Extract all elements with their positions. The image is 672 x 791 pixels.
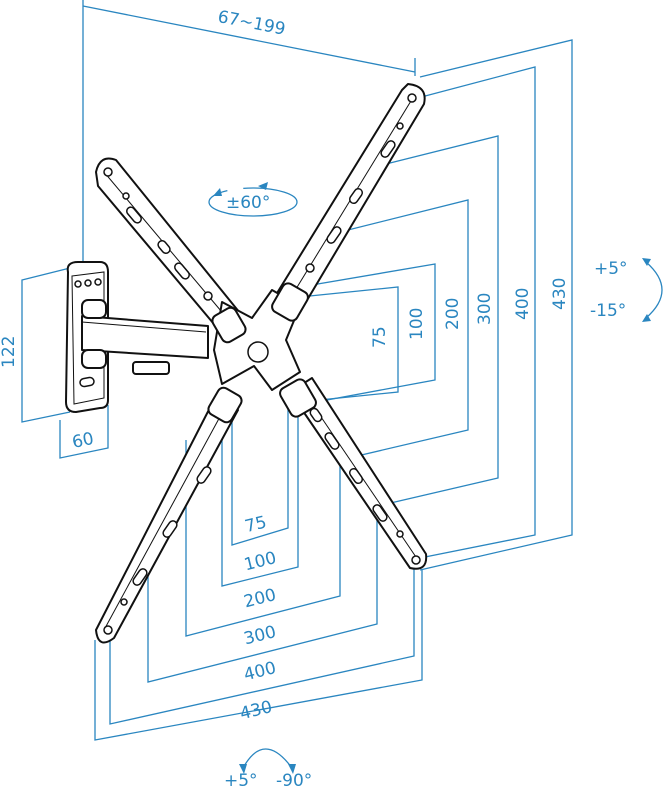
h-200-label: 200 xyxy=(242,585,278,612)
pan-right-label: -90° xyxy=(276,771,312,791)
tilt-down-label: -15° xyxy=(590,301,626,321)
v-400-label: 400 xyxy=(513,288,533,320)
pan-left-label: +5° xyxy=(224,771,258,791)
h-430-label: 430 xyxy=(238,697,274,724)
wall-plate-height-label: 122 xyxy=(0,336,19,368)
wall-plate-dimensions: 122 60 xyxy=(0,267,109,459)
tilt-up-label: +5° xyxy=(594,259,628,279)
pan-indicator: +5° -90° xyxy=(224,748,312,791)
h-400-label: 400 xyxy=(242,658,278,685)
tilt-indicator: +5° -15° xyxy=(590,258,663,322)
v-100-label: 100 xyxy=(407,308,427,340)
h-75-label: 75 xyxy=(243,512,269,537)
vertical-vesa-dimensions: 75 100 200 300 400 430 xyxy=(289,39,573,571)
swivel-label: ±60° xyxy=(226,193,270,213)
h-300-label: 300 xyxy=(242,622,278,649)
wall-plate-width-label: 60 xyxy=(70,429,95,453)
h-100-label: 100 xyxy=(242,548,278,575)
v-430-label: 430 xyxy=(550,278,570,310)
swivel-indicator: ±60° xyxy=(208,182,298,217)
horizontal-vesa-dimensions: 75 100 200 300 400 430 xyxy=(94,405,423,741)
v-200-label: 200 xyxy=(443,298,463,330)
v-300-label: 300 xyxy=(475,293,495,325)
vesa-bracket xyxy=(95,83,428,644)
articulating-arm xyxy=(81,299,209,375)
v-75-label: 75 xyxy=(370,326,390,348)
